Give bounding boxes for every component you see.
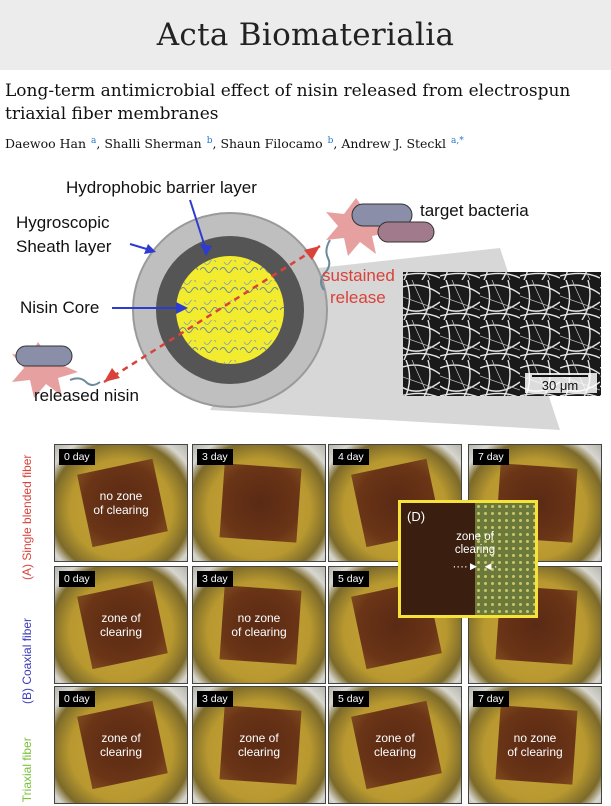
released-nisin-label: released nisin (34, 386, 139, 405)
sheath-label-line2: Sheath layer (16, 237, 112, 256)
fiber-diagram: 30 μm target bacteria released nisin Hyd… (12, 178, 601, 430)
author-name[interactable]: Shaun Filocamo (220, 136, 323, 152)
clearing-text-line2: of clearing (231, 625, 287, 639)
row-label-prefix: (A) (20, 560, 34, 580)
inset-text-line2: clearing (454, 544, 496, 556)
sheath-label-line1: Hygroscopic (16, 213, 110, 232)
row-label-prefix: (B) (20, 684, 34, 704)
author-name[interactable]: Andrew J. Steckl (341, 136, 446, 152)
row-label-text: Single blended fiber (20, 454, 34, 561)
day-label: 3 day (197, 449, 233, 465)
bacterium-icon (377, 221, 435, 243)
row-label: (A) Single blended fiber (20, 455, 34, 580)
day-label: 0 day (59, 449, 95, 465)
release-arrow (103, 244, 321, 384)
clearing-text-line1: zone of (101, 611, 141, 625)
clearing-text-line1: zone of (239, 731, 279, 745)
clearing-text-line1: no zone (513, 731, 557, 745)
journal-title: Acta Biomaterialia (156, 17, 455, 53)
day-label: 5 day (333, 571, 369, 587)
article-title[interactable]: Long-term antimicrobial effect of nisin … (5, 81, 571, 124)
author-name[interactable]: Shalli Sherman (104, 136, 202, 152)
day-label: 0 day (59, 571, 95, 587)
day-label: 7 day (473, 691, 509, 707)
row-label-text: Triaxial fiber (20, 737, 34, 803)
clearing-text-line1: zone of (375, 731, 415, 745)
fiber-mat-square (219, 463, 302, 543)
day-label: 5 day (333, 691, 369, 707)
day-label: 3 day (197, 571, 233, 587)
inset-zoom: (D) zone of clearing ····► ◄· (398, 500, 538, 618)
clearing-text-line2: of clearing (507, 745, 563, 759)
row-label: (C) Triaxial fiber (20, 737, 34, 806)
row-label-text: Coaxial fiber (20, 617, 34, 685)
row-label: (B) Coaxial fiber (20, 618, 34, 704)
inset-label: (D) (407, 509, 426, 524)
day-label: 0 day (59, 691, 95, 707)
release-label-line1: sustained (322, 266, 395, 285)
affiliation-mark[interactable]: b (327, 136, 334, 146)
author-name[interactable]: Daewoo Han (5, 136, 86, 152)
row-label-prefix: (C) (20, 802, 34, 806)
scale-bar-label: 30 μm (542, 378, 578, 393)
day-label: 4 day (333, 449, 369, 465)
affiliation-mark[interactable]: a (91, 136, 97, 146)
clearing-text-line2: clearing (373, 745, 417, 759)
clearing-text-line2: of clearing (93, 503, 149, 517)
day-label: 7 day (473, 449, 509, 465)
clearing-text-line1: no zone (237, 611, 281, 625)
bacteria-label: target bacteria (420, 201, 529, 220)
inset-text-line1: zone of (456, 531, 494, 543)
clearing-text-line2: clearing (99, 625, 143, 639)
affiliation-mark[interactable]: a,* (451, 136, 464, 146)
release-label-line2: release (330, 288, 386, 307)
clearing-text-line2: clearing (237, 745, 281, 759)
affiliation-mark[interactable]: b (206, 136, 213, 146)
inset-arrows: ····► ◄· (452, 561, 498, 573)
bacterium-icon (15, 345, 73, 367)
clearing-text-line2: clearing (99, 745, 143, 759)
clearing-text-line1: no zone (99, 489, 143, 503)
core-label: Nisin Core (20, 298, 99, 317)
barrier-label: Hydrophobic barrier layer (66, 178, 257, 197)
petri-dish-plate: 3 day (192, 444, 326, 562)
journal-header: Acta Biomaterialia (0, 0, 611, 70)
day-label: 3 day (197, 691, 233, 707)
clearing-text-line1: zone of (101, 731, 141, 745)
